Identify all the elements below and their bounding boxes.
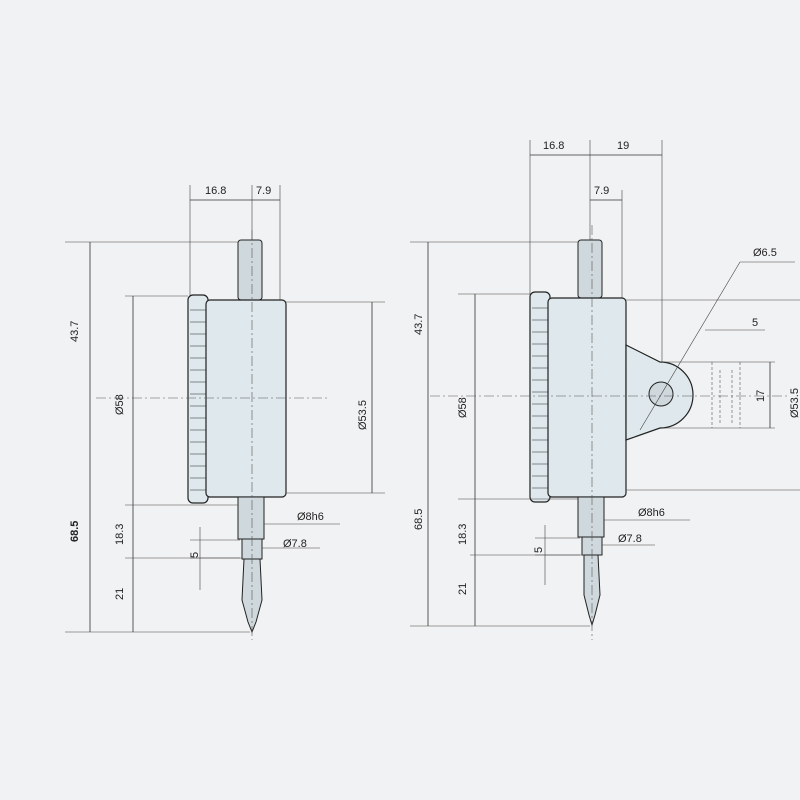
dim-19: 19: [617, 140, 629, 152]
dim-5-lug: 5: [752, 317, 758, 329]
top-stem: [237, 239, 263, 301]
dim-68-5: 68.5: [69, 521, 81, 542]
dim-17: 17: [755, 390, 767, 402]
dim-68-5-right: 68.5: [413, 509, 425, 530]
dim-dia-53-5: Ø53.5: [357, 400, 369, 430]
dim-16-8-right: 16.8: [543, 140, 564, 152]
right-gauge-view: 16.8 19 7.9 17: [410, 140, 800, 640]
dim-dia-7-8: Ø7.8: [283, 538, 307, 550]
dim-5-right: 5: [533, 547, 545, 553]
stem-sleeve: [237, 496, 265, 540]
dim-21: 21: [114, 588, 126, 600]
dim-dia-8h6-right: Ø8h6: [638, 507, 665, 519]
dim-7-9-right: 7.9: [594, 185, 609, 197]
top-stem-right: [577, 239, 603, 299]
lug-hole: [648, 381, 674, 407]
dim-dia-6-5: Ø6.5: [753, 247, 777, 259]
dim-18-3-right: 18.3: [457, 524, 469, 545]
dim-18-3: 18.3: [114, 524, 126, 545]
bezel-right: [529, 291, 551, 503]
gauge-case-right: [547, 297, 627, 498]
stem-sleeve-right: [577, 496, 605, 538]
bezel-knurl: [190, 309, 206, 491]
dim-dia-7-8-right: Ø7.8: [618, 533, 642, 545]
bezel-knurl-right: [532, 307, 548, 489]
dim-16-8: 16.8: [205, 185, 226, 197]
dim-5: 5: [189, 552, 201, 558]
gauge-case: [205, 299, 287, 498]
dim-dia-53-5-right: Ø53.5: [789, 388, 800, 418]
dim-dia-8h6: Ø8h6: [297, 511, 324, 523]
dim-21-right: 21: [457, 583, 469, 595]
dim-dia-58: Ø58: [114, 394, 126, 415]
dim-43-7-right: 43.7: [413, 314, 425, 335]
dim-43-7: 43.7: [69, 321, 81, 342]
dim-7-9: 7.9: [256, 185, 271, 197]
bezel: [187, 294, 209, 504]
dim-dia-58-right: Ø58: [457, 397, 469, 418]
left-gauge-view: 16.8 7.9 43.7 68.5: [65, 185, 385, 640]
